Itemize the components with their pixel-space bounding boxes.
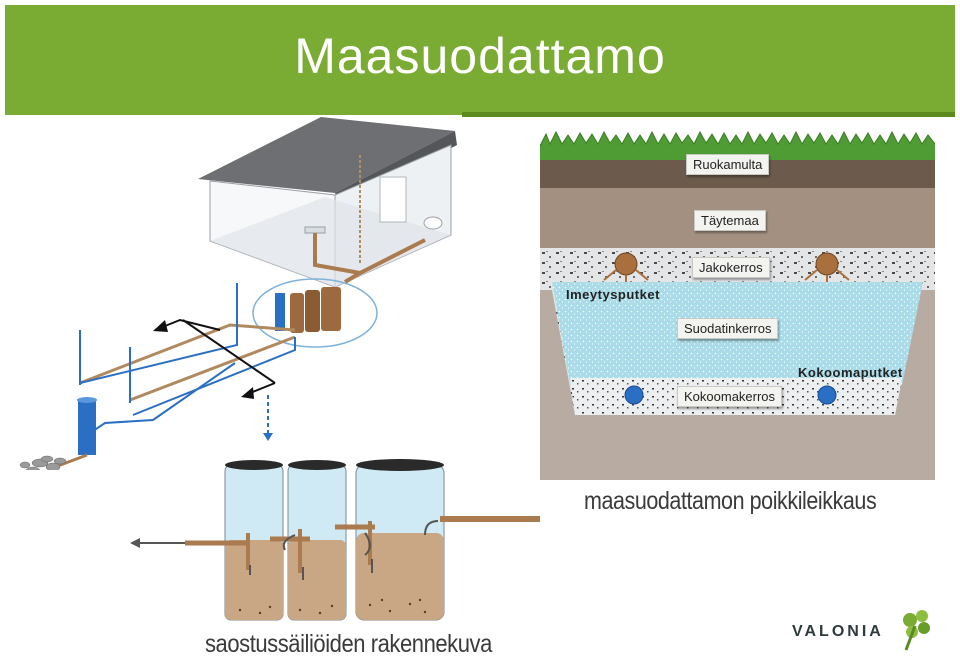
septic-tank-1 (290, 293, 304, 333)
infiltration-flow-arrows (603, 269, 850, 282)
grass-blades (540, 130, 935, 147)
stone-pile (19, 455, 67, 470)
collector-pipe-left (624, 385, 644, 405)
page-title: Maasuodattamo (294, 28, 666, 84)
label-topsoil: Ruokamulta (686, 154, 770, 175)
infiltration-pipe-left (614, 252, 638, 276)
tank-3-sludge (356, 533, 444, 620)
outlet-discharge-pipe (54, 453, 88, 469)
title-bar-shadow (462, 112, 955, 117)
tank-3-top (356, 459, 444, 471)
flow-arrow-2 (182, 319, 276, 384)
shower (379, 176, 407, 223)
downflow-arrow-head (263, 433, 273, 441)
valonia-logo: VALONIA (792, 606, 942, 656)
collector-pipe-right (817, 385, 837, 405)
septic-tank-3 (321, 287, 341, 331)
tank-flow-arrows (249, 520, 439, 580)
title-bar: Maasuodattamo (5, 5, 955, 115)
collector-vent-1 (79, 283, 238, 384)
tank-vent (275, 293, 285, 331)
label-fill: Täytemaa (694, 210, 766, 231)
tank-inlet-pipe (343, 271, 362, 284)
tanks-highlight (252, 278, 378, 348)
label-infiltration-pipes: Imeytysputket (566, 287, 660, 302)
septic-tanks-illustration (130, 459, 540, 621)
outflow-arrow-head (130, 538, 140, 548)
house-drain-pipe (313, 233, 426, 276)
flow-arrow-1-head (153, 320, 168, 332)
collector-pipe-2 (92, 362, 236, 432)
infiltration-pipe-right (815, 252, 839, 276)
tank-1-sludge (225, 540, 283, 620)
label-filter: Suodatinkerros (677, 318, 779, 339)
sink (304, 226, 326, 234)
collector-pipe-1 (132, 337, 296, 416)
chimney (323, 119, 335, 133)
label-distribution: Jakokerros (692, 257, 770, 278)
flow-arrow-3-head (241, 387, 254, 399)
outlet-well-top (77, 397, 97, 403)
toilet (423, 216, 443, 230)
label-collector-pipes: Kokoomaputket (798, 365, 903, 380)
outlet-well (78, 400, 96, 455)
filter-cross-section (540, 130, 935, 480)
septic-tank-2 (305, 290, 320, 332)
distribution-pipe-2 (129, 335, 296, 402)
tank-1-top (225, 460, 283, 470)
logo-wordmark: VALONIA (792, 623, 884, 640)
house-system-illustration (19, 117, 457, 470)
tank-2-sludge (288, 540, 346, 620)
sediment (238, 598, 427, 615)
cross-section-caption: maasuodattamon poikkileikkaus (584, 487, 877, 515)
tank-2-top (288, 460, 346, 470)
septic-tanks-caption: saostussäiliöiden rakennekuva (205, 630, 492, 658)
leaf-icon (903, 610, 930, 651)
house-roof (198, 117, 455, 193)
label-collection: Kokoomakerros (677, 386, 783, 407)
grass (540, 144, 935, 160)
